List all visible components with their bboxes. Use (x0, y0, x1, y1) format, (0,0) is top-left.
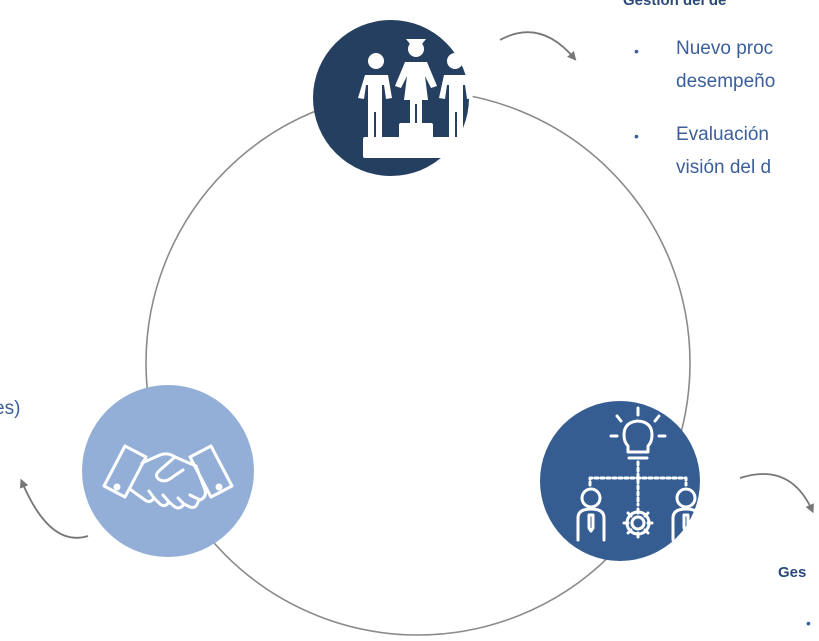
node-bottom-right (540, 401, 701, 561)
handshake-icon (102, 444, 234, 510)
top-bullet-2-marker: • (634, 128, 639, 144)
arrow-bottom-right (739, 473, 814, 514)
left-block-text: es) (0, 398, 21, 419)
podium-people-icon (358, 39, 473, 158)
top-bullet-2-line2: visión del d (676, 157, 772, 178)
arrow-bottom-left (19, 478, 89, 539)
node-top (313, 20, 473, 176)
top-block-heading: Gestión del de (623, 0, 727, 9)
node-bottom-left (82, 385, 254, 557)
arrow-top-right (499, 31, 577, 61)
lightbulb-network-icon (576, 406, 701, 542)
top-bullet-1-line1: Nuevo proc (676, 38, 774, 59)
top-bullet-1-line2: desempeño (676, 71, 776, 92)
bottom-block-heading: Ges (778, 564, 807, 581)
bottom-bullet-marker: • (806, 615, 811, 631)
top-bullet-1-marker: • (634, 43, 639, 59)
top-bullet-2-line1: Evaluación (676, 124, 769, 145)
